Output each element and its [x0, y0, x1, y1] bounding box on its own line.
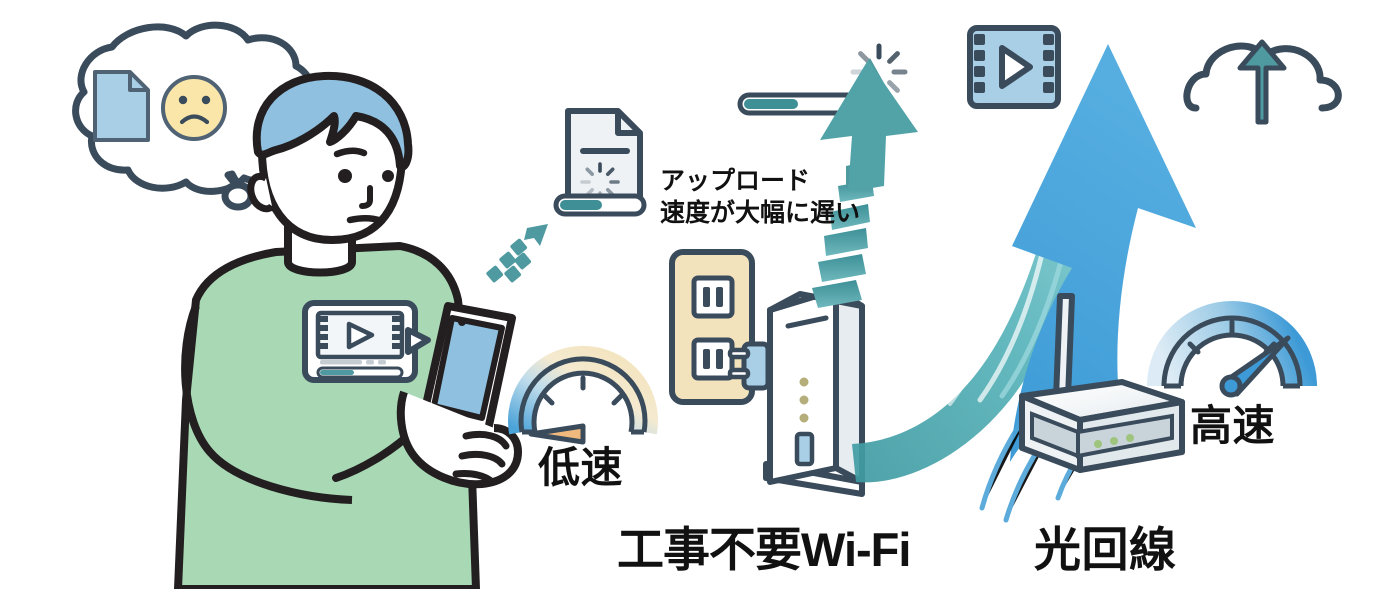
speedometer-high-icon [1147, 301, 1317, 398]
fiber-router-icon [1019, 293, 1185, 473]
power-plug-icon [727, 341, 771, 391]
uploading-document-icon [553, 108, 647, 217]
sad-face-icon [161, 75, 227, 141]
dashed-arrow-up-icon [812, 58, 918, 308]
film-strip-icon [967, 25, 1061, 109]
cloud-upload-icon [1183, 39, 1342, 125]
wall-outlet-icon [669, 249, 755, 405]
wifi-router-icon [763, 287, 865, 497]
video-player-icon [302, 300, 431, 383]
speedometer-low-icon [508, 345, 658, 445]
dashed-arrow-up-right-icon [486, 224, 548, 283]
hand-icon [396, 390, 522, 489]
document-icon [93, 70, 150, 142]
